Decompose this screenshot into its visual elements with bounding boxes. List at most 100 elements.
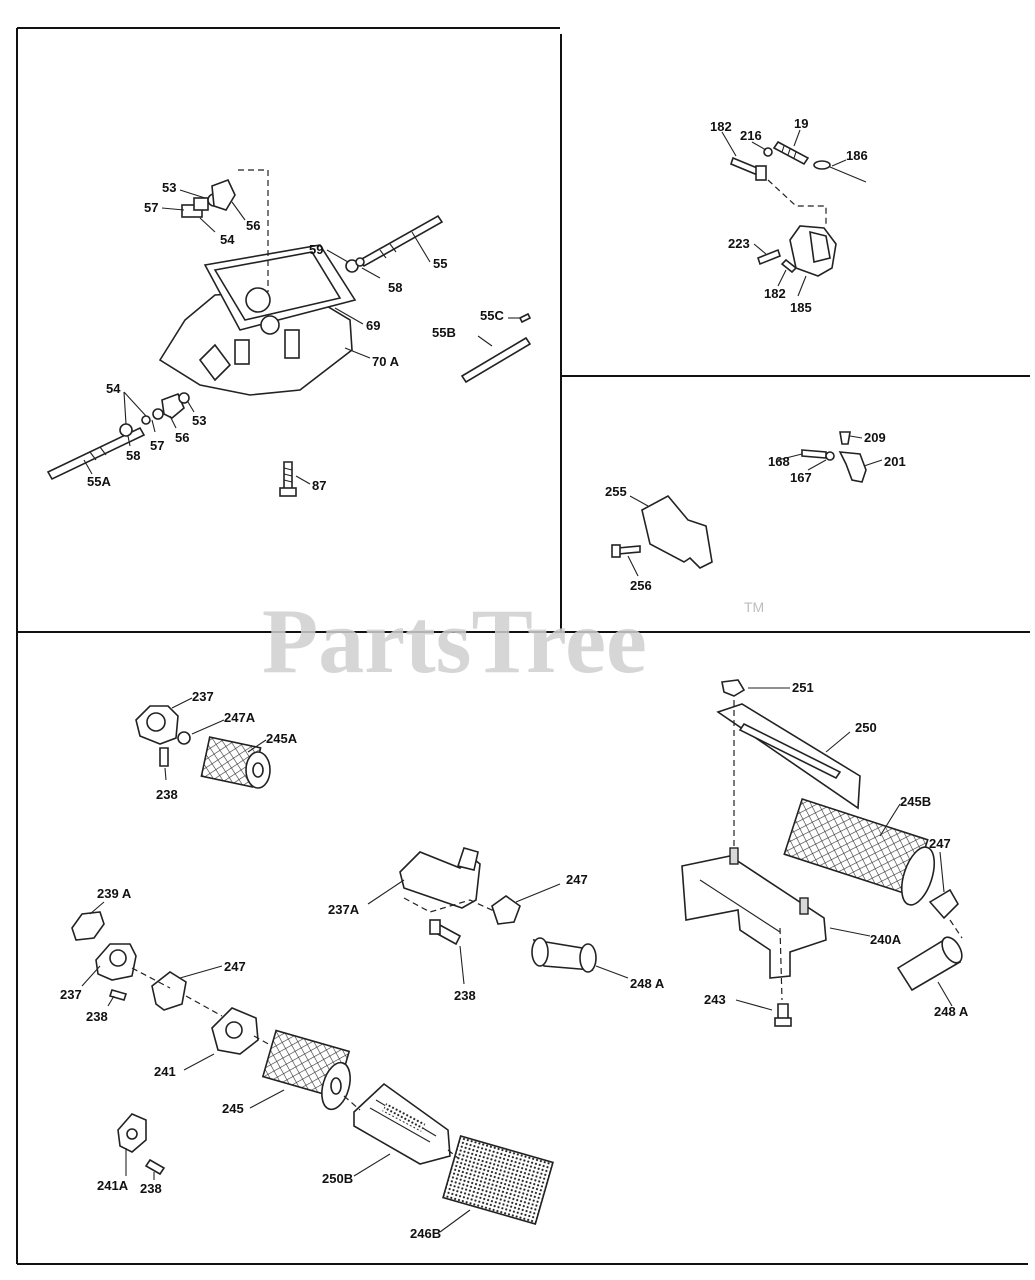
callout-55c: 55C xyxy=(480,308,504,323)
callout-247-mid: 247 xyxy=(566,872,588,887)
screw-238 xyxy=(159,747,169,767)
precleaner-246b xyxy=(442,1135,554,1225)
callout-209: 209 xyxy=(864,430,886,445)
callout-69: 69 xyxy=(366,318,380,333)
callout-59: 59 xyxy=(309,242,323,257)
callout-57-lower: 57 xyxy=(150,438,164,453)
carburetor-body-group xyxy=(46,169,532,497)
pin-55c xyxy=(518,312,532,324)
callout-241: 241 xyxy=(154,1064,176,1079)
screw-209 xyxy=(839,431,851,445)
callout-56-lower: 56 xyxy=(175,430,189,445)
callout-247-right: 247 xyxy=(929,836,951,851)
callout-247-left: 247 xyxy=(224,959,246,974)
seal-58 xyxy=(119,423,133,437)
callout-185: 185 xyxy=(790,300,812,315)
link-186 xyxy=(813,160,831,170)
clip-53 xyxy=(178,392,190,404)
callout-251: 251 xyxy=(792,680,814,695)
callout-53: 53 xyxy=(162,180,176,195)
callout-239a: 239 A xyxy=(97,886,132,901)
bracket-255 xyxy=(641,494,713,569)
callout-58: 58 xyxy=(388,280,402,295)
bracket-201 xyxy=(838,451,867,483)
washer-57 xyxy=(141,415,151,425)
clamp-247-left xyxy=(151,971,187,1011)
throttle-shaft-55 xyxy=(358,214,444,268)
spring-56 xyxy=(211,178,236,211)
callout-53-lower: 53 xyxy=(192,413,206,428)
callout-55: 55 xyxy=(433,256,447,271)
wing-nut-251 xyxy=(721,679,746,697)
callout-245a: 245A xyxy=(266,731,298,746)
clamp-247-right xyxy=(928,888,959,920)
callout-246b: 246B xyxy=(410,1226,441,1241)
choke-shaft-55a xyxy=(46,426,146,481)
bracket-group xyxy=(611,431,883,577)
callout-70a: 70 A xyxy=(372,354,400,369)
cover-250 xyxy=(716,703,861,810)
panel4-callouts: 237 247A 245A 238 251 250 245B 247 240A … xyxy=(60,680,969,1241)
washer-167 xyxy=(825,451,835,461)
screw-256 xyxy=(617,545,641,555)
callout-250: 250 xyxy=(855,720,877,735)
callout-240a: 240A xyxy=(870,932,902,947)
screw-223 xyxy=(757,248,781,266)
screw-182-lower xyxy=(780,258,798,274)
callout-57: 57 xyxy=(144,200,158,215)
panel2-callouts: 182 216 19 186 223 182 185 xyxy=(710,116,868,315)
air-cleaner-right xyxy=(681,679,963,1027)
screw-238-bottom xyxy=(144,1158,166,1176)
solenoid-group xyxy=(721,129,867,297)
screw-238-left xyxy=(108,989,128,1001)
callout-245: 245 xyxy=(222,1101,244,1116)
callout-238: 238 xyxy=(156,787,178,802)
callout-237: 237 xyxy=(192,689,214,704)
panel3-callouts: 209 168 201 167 255 256 xyxy=(605,430,906,593)
callout-58-lower: 58 xyxy=(126,448,140,463)
callout-248a-right: 248 A xyxy=(934,1004,969,1019)
callout-87: 87 xyxy=(312,478,326,493)
watermark: PartsTree TM xyxy=(262,590,764,692)
bracket-240a xyxy=(681,855,827,979)
callout-255: 255 xyxy=(605,484,627,499)
callout-56: 56 xyxy=(246,218,260,233)
panel1-callouts: 53 57 54 56 59 55 58 69 55C 55B 70 A 54 … xyxy=(87,180,504,493)
spring-56-lower xyxy=(161,392,185,419)
shaft-55b xyxy=(460,336,532,384)
watermark-text: PartsTree xyxy=(262,590,647,692)
gasket-239a xyxy=(71,911,105,941)
screw-168 xyxy=(801,449,827,459)
panel-frames xyxy=(16,27,1030,1265)
callout-168: 168 xyxy=(768,454,790,469)
callout-54: 54 xyxy=(220,232,235,247)
spring-19 xyxy=(772,140,810,166)
element-250b xyxy=(353,1082,451,1165)
callout-238-bottom: 238 xyxy=(140,1181,162,1196)
callout-186: 186 xyxy=(846,148,868,163)
clamp-247a xyxy=(177,731,191,745)
callout-245b: 245B xyxy=(900,794,931,809)
callout-201: 201 xyxy=(884,454,906,469)
callout-238-left: 238 xyxy=(86,1009,108,1024)
callout-182-lower: 182 xyxy=(764,286,786,301)
callout-256: 256 xyxy=(630,578,652,593)
callout-247a: 247A xyxy=(224,710,256,725)
air-cleaner-top-left xyxy=(135,697,271,789)
clamp-247-mid xyxy=(491,895,521,925)
callout-243: 243 xyxy=(704,992,726,1007)
callout-237-left: 237 xyxy=(60,987,82,1002)
callout-182: 182 xyxy=(710,119,732,134)
elbow-237a xyxy=(399,851,481,909)
callout-55a: 55A xyxy=(87,474,111,489)
callout-55b: 55B xyxy=(432,325,456,340)
callout-54-lower: 54 xyxy=(106,381,121,396)
watermark-trademark: TM xyxy=(744,599,764,615)
callout-250b: 250B xyxy=(322,1171,353,1186)
air-cleaner-bottom-left xyxy=(71,901,554,1233)
callout-237a: 237A xyxy=(328,902,360,917)
callout-223: 223 xyxy=(728,236,750,251)
callout-241a: 241A xyxy=(97,1178,129,1193)
air-cleaner-middle xyxy=(367,847,629,985)
